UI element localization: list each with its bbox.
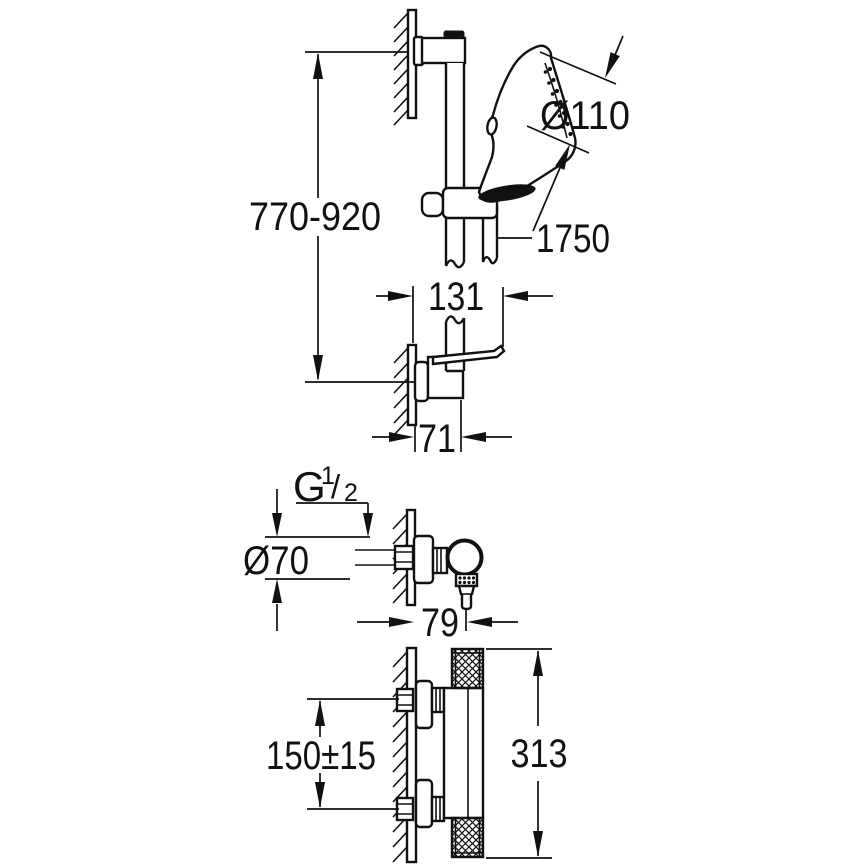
thermostat-wall-section (405, 646, 418, 864)
dim-escutcheon-diameter-label: Ø70 (243, 539, 309, 583)
dim-body-height: 313 (486, 648, 568, 859)
thread-denominator-label: 2 (344, 479, 358, 507)
dim-inlet-spacing: 150±15 (266, 698, 399, 810)
wall-hatching-top (393, 12, 409, 126)
union-bottom (395, 778, 446, 829)
valve-connector (431, 546, 449, 575)
view-valve (355, 508, 484, 611)
thread-numerator-label: 1 (321, 462, 335, 490)
dim-height-range-label: 770-920 (249, 195, 381, 239)
bottom-bracket-flange (413, 360, 430, 403)
shower-rail-upper (444, 63, 466, 269)
view-thermostat (392, 646, 485, 864)
handle-hose-coupling (478, 184, 536, 202)
union-top (395, 679, 446, 730)
rail-break-mark (444, 259, 466, 269)
dim-head-diameter-label: Ø110 (540, 94, 630, 138)
thread-slash-label: / (331, 468, 341, 505)
rail-break-mark-lower (444, 315, 466, 325)
dim-valve-depth-label: 79 (421, 601, 459, 645)
dim-bracket-depth-label: 71 (418, 417, 456, 461)
holder-clamp-knob (420, 191, 445, 218)
union-bottom-escutcheon (414, 778, 434, 829)
thermostat-wall-hatching (392, 651, 408, 863)
dim-shelf-depth-label: 131 (428, 275, 484, 319)
dim-bracket-depth: 71 (372, 400, 512, 461)
leader-hose-length: 1750 (498, 217, 610, 261)
rail-end-cap (443, 30, 465, 39)
dim-escutcheon-diameter: Ø70 (243, 489, 370, 631)
dim-inlet-spacing-label: 150±15 (266, 734, 376, 778)
rail-top-bracket (420, 36, 467, 65)
dim-thread-size: G 1 / 2 (293, 462, 373, 537)
valve-escutcheon (412, 534, 435, 585)
valve-knurled-nut (454, 572, 479, 588)
valve-ball-joint (445, 538, 484, 577)
union-top-hex-nut (395, 687, 415, 713)
thermostat-handle-top (450, 647, 485, 690)
soap-shelf (431, 344, 506, 366)
dim-height-range: 770-920 (249, 51, 416, 383)
spray-face-inner-line (544, 62, 568, 139)
hand-shower (477, 44, 577, 203)
union-top-escutcheon (414, 679, 434, 730)
supply-nut (393, 544, 415, 571)
knurled-nut-dots (458, 576, 476, 585)
hose-outlet (457, 584, 476, 611)
union-bottom-connector (430, 795, 446, 823)
hose-break-mark (481, 256, 499, 265)
thermostat-handle-bottom (450, 816, 485, 859)
dim-hose-length-label: 1750 (536, 217, 610, 261)
dim-shelf-depth: 131 (376, 275, 553, 347)
union-bottom-hex-nut (395, 796, 415, 822)
dim-body-height-label: 313 (511, 732, 568, 776)
view-shower-rail-set (393, 8, 577, 436)
wall-hatching-bottom (393, 347, 409, 436)
union-top-connector (430, 686, 446, 714)
thermostat-body (442, 686, 485, 820)
dim-valve-depth: 79 (357, 601, 518, 645)
dim-head-diameter: Ø110 (526, 35, 630, 232)
spray-mode-button (486, 116, 498, 136)
spray-face-nozzles (543, 66, 573, 137)
